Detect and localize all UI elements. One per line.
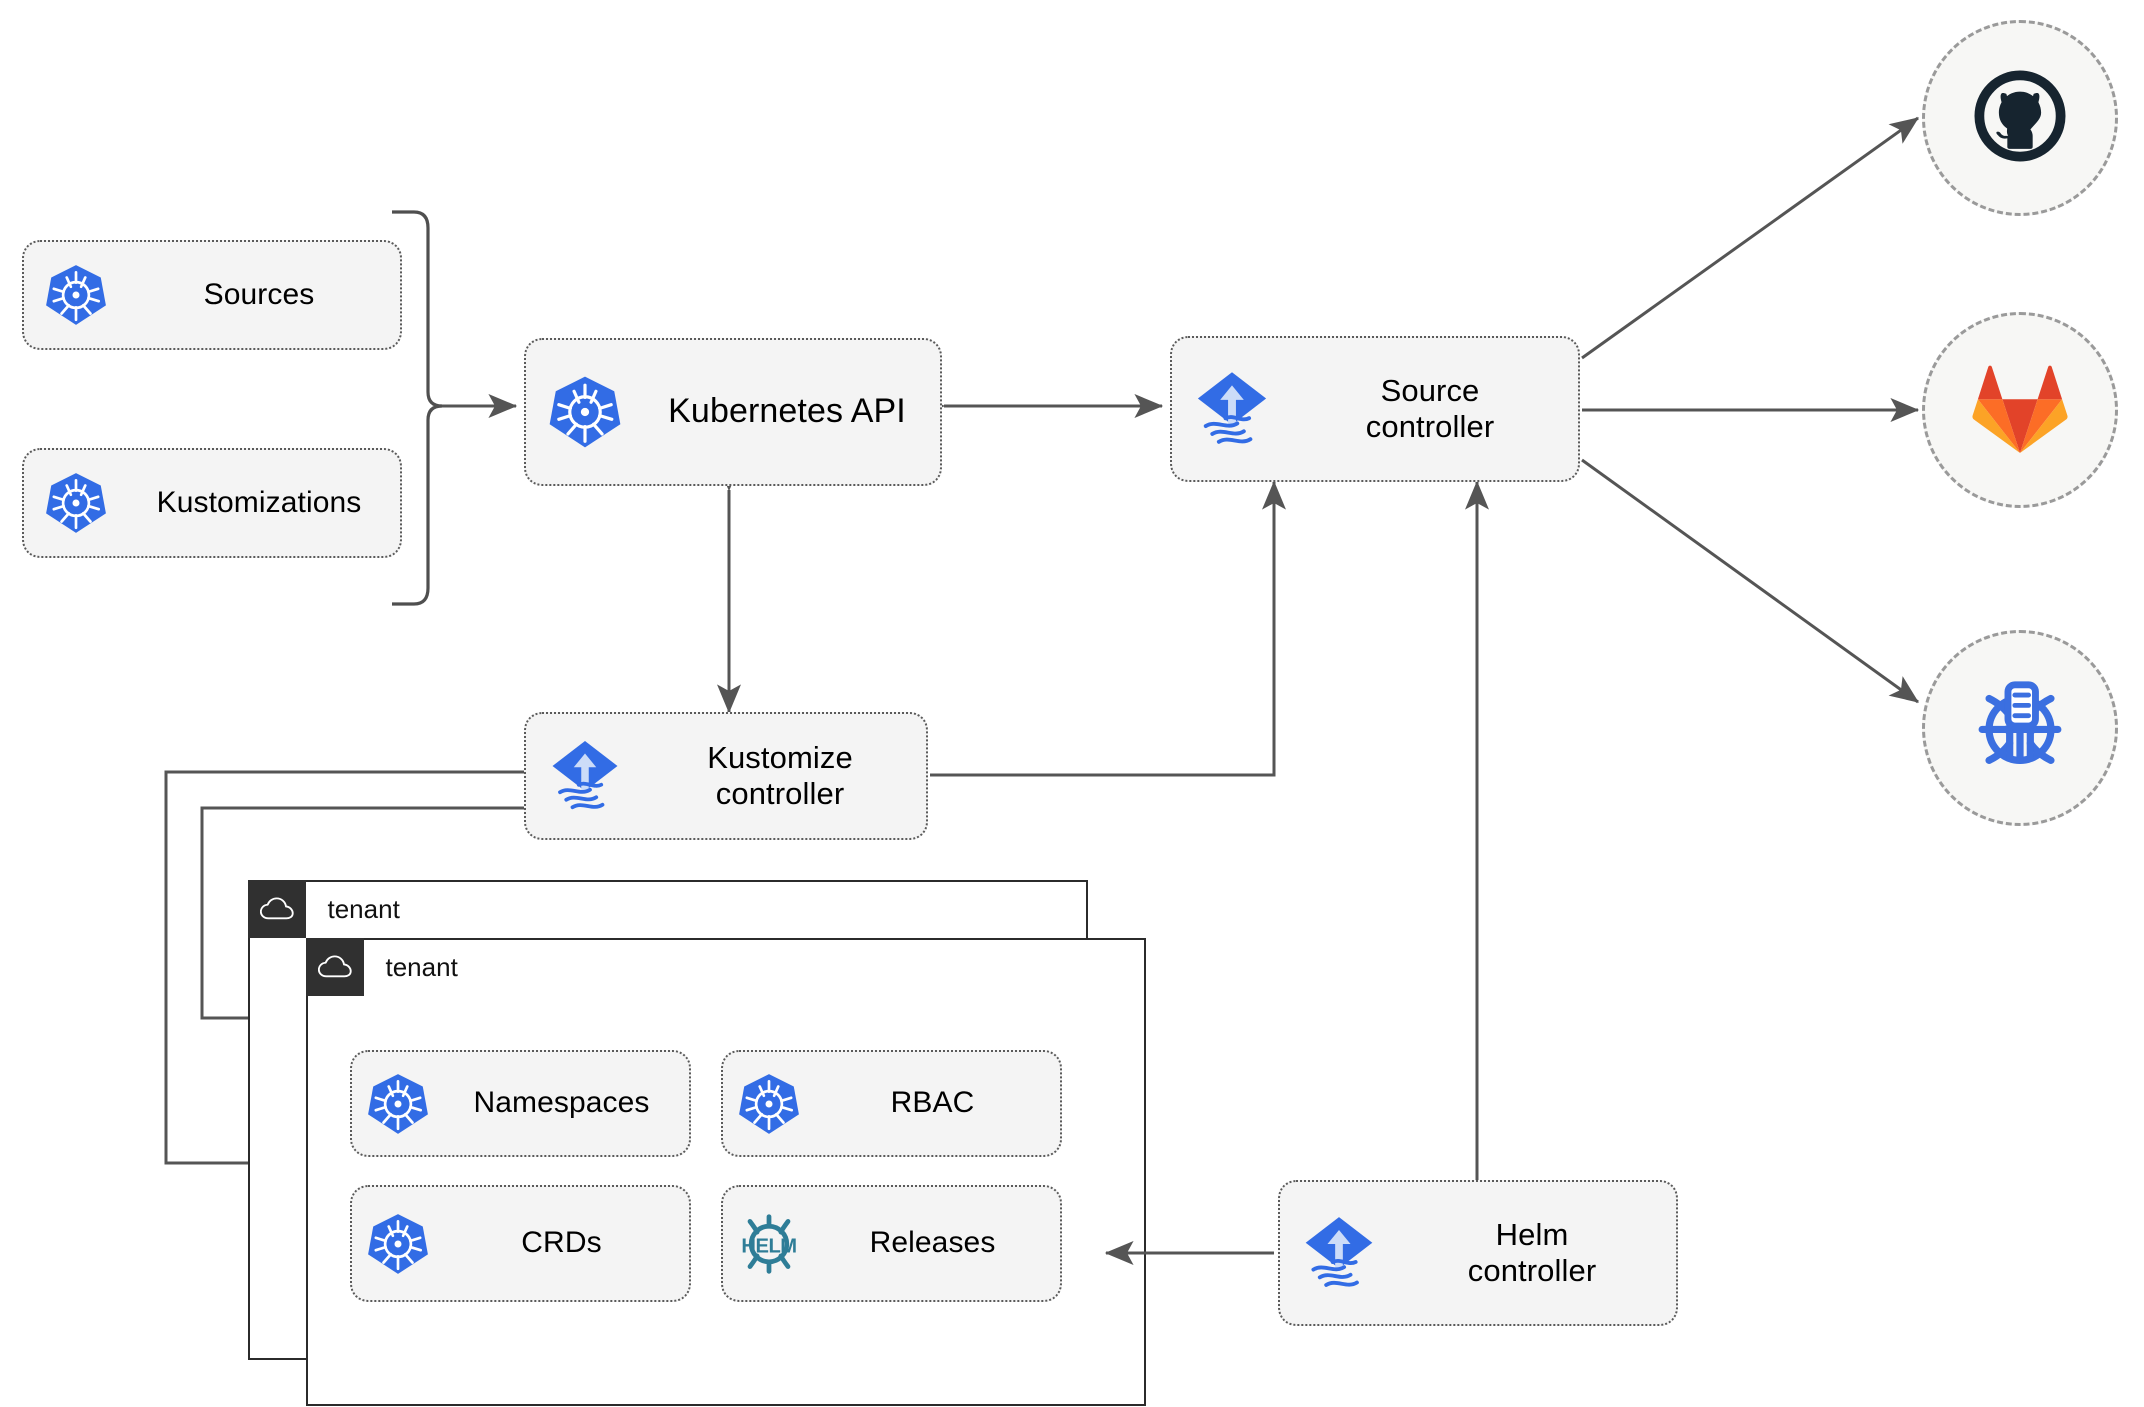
resource-label: Sources xyxy=(203,277,315,311)
tenant-item-rbac[interactable]: RBAC xyxy=(721,1050,1062,1157)
github-icon xyxy=(1968,64,2072,173)
tenant-name: tenant xyxy=(385,951,458,982)
cloud-icon xyxy=(305,937,364,996)
node-helm-controller[interactable]: Helm controller xyxy=(1278,1180,1678,1326)
link-kustomize-controller-to-source-controller xyxy=(930,480,1286,777)
tenant-header: tenant xyxy=(305,937,458,996)
provider-circle-registry[interactable] xyxy=(1922,630,2118,826)
kubernetes-icon xyxy=(526,373,644,451)
kubernetes-icon xyxy=(723,1071,815,1137)
node-source-controller[interactable]: Source controller xyxy=(1170,336,1580,482)
tenant-item-crds[interactable]: CRDs xyxy=(350,1185,691,1302)
node-label: Source controller xyxy=(1292,373,1578,445)
node-label-line1: Source xyxy=(1380,373,1480,409)
cloud-icon xyxy=(247,879,306,938)
node-label-line2: controller xyxy=(1467,1253,1597,1288)
node-kubernetes-api[interactable]: Kubernetes API xyxy=(524,338,942,486)
node-label: Kustomize controller xyxy=(644,740,926,812)
tenant-card-inner[interactable]: tenant xyxy=(305,937,1146,1406)
kubernetes-icon xyxy=(24,470,128,536)
provider-circle-github[interactable] xyxy=(1922,20,2118,216)
link-kustomize-controller-to-tenant-1 xyxy=(164,770,527,1175)
link-source-controller-to-github xyxy=(1581,116,1919,360)
node-kustomize-controller[interactable]: Kustomize controller xyxy=(524,712,928,840)
resource-node-sources[interactable]: Sources xyxy=(22,240,402,350)
node-label-line2: controller xyxy=(715,776,845,811)
flux-icon xyxy=(526,736,644,816)
tenant-name: tenant xyxy=(327,893,400,924)
node-label-line1: Kustomize xyxy=(707,740,853,776)
helm-registry-icon xyxy=(1965,671,2075,786)
node-label: Kubernetes API xyxy=(668,392,906,431)
provider-circle-gitlab[interactable] xyxy=(1922,312,2118,508)
resource-label: Kustomizations xyxy=(156,485,362,519)
resource-node-kustomizations[interactable]: Kustomizations xyxy=(22,448,402,558)
node-label-line2: controller xyxy=(1365,409,1495,444)
flux-icon xyxy=(1280,1212,1398,1294)
tenant-item-namespaces[interactable]: Namespaces xyxy=(350,1050,691,1157)
kubernetes-icon xyxy=(352,1211,444,1277)
tenant-item-label: Namespaces xyxy=(473,1086,650,1120)
link-source-controller-to-registry xyxy=(1581,458,1919,704)
node-label: Helm controller xyxy=(1398,1217,1676,1289)
tenant-header: tenant xyxy=(247,879,400,938)
tenant-item-label: Releases xyxy=(869,1226,996,1260)
tenant-item-label: CRDs xyxy=(521,1226,602,1260)
gitlab-icon xyxy=(1971,362,2069,459)
tenant-item-releases[interactable]: HELM Releases xyxy=(721,1185,1062,1302)
tenant-resource-grid: Namespaces xyxy=(350,1050,1062,1302)
kubernetes-icon xyxy=(24,262,128,328)
node-label-line1: Helm xyxy=(1495,1217,1569,1253)
tenant-item-label: RBAC xyxy=(890,1086,975,1120)
helm-icon: HELM xyxy=(723,1206,815,1282)
svg-text:HELM: HELM xyxy=(741,1235,796,1257)
flux-icon xyxy=(1172,367,1292,451)
kubernetes-icon xyxy=(352,1071,444,1137)
